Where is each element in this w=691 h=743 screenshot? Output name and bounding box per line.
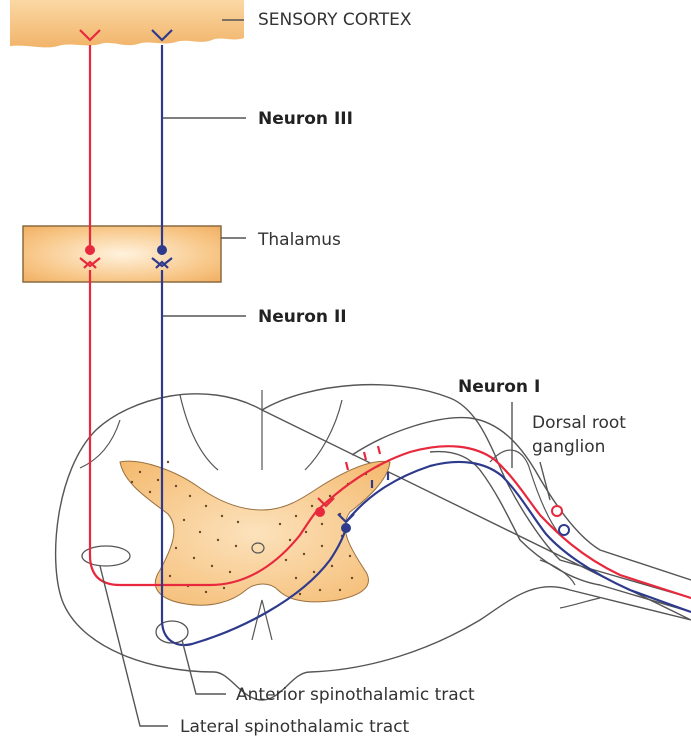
blue-dorsal-horn-cell [341, 523, 351, 533]
neuron-i-label: Neuron I [458, 377, 540, 397]
red-ganglion-cell [552, 506, 562, 516]
lateral-tract-label: Lateral spinothalamic tract [180, 717, 410, 737]
neuron-iii-label: Neuron III [258, 109, 353, 129]
red-dorsal-horn-cell [315, 507, 325, 517]
blue-thalamus-cell [157, 245, 167, 255]
blue-ganglion-cell [559, 525, 569, 535]
sensory-cortex [10, 0, 244, 47]
dorsal-root-label-line2: ganglion [532, 437, 605, 457]
anterior-tract-label: Anterior spinothalamic tract [236, 685, 475, 705]
dorsal-root-label-line1: Dorsal root [532, 413, 626, 433]
thalamus-label: Thalamus [257, 230, 341, 250]
red-thalamus-cell [85, 245, 95, 255]
neuron-ii-label: Neuron II [258, 307, 347, 327]
sensory-cortex-label: SENSORY CORTEX [258, 10, 412, 30]
thalamus [23, 226, 221, 282]
